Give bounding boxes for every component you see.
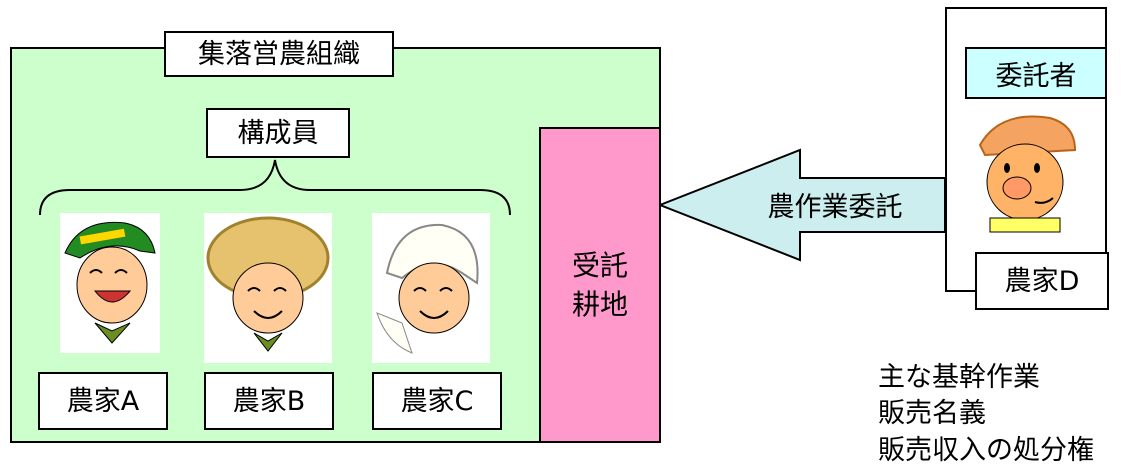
entrusted-land: 受託 耕地 bbox=[539, 127, 661, 443]
note-item: 主な基幹作業 bbox=[878, 362, 1040, 393]
farmer-b-label: 農家B bbox=[204, 372, 334, 430]
consignment-arrow-label: 農作業委託 bbox=[767, 192, 903, 223]
farmer-d-icon bbox=[965, 110, 1085, 240]
farmer-a-label: 農家A bbox=[38, 372, 168, 430]
members-label: 構成員 bbox=[206, 108, 350, 158]
farmer-d-label: 農家D bbox=[975, 252, 1109, 310]
land-label-line2: 耕地 bbox=[571, 288, 628, 321]
farmer-bandana-icon bbox=[372, 213, 490, 363]
retained-rights-list: 主な基幹作業 販売名義 販売収入の処分権 bbox=[878, 360, 1094, 469]
farmer-c-label: 農家C bbox=[372, 372, 502, 430]
note-item: 販売収入の処分権 bbox=[878, 434, 1094, 466]
note-item: 販売名義 bbox=[878, 398, 986, 430]
members-brace bbox=[39, 159, 511, 216]
land-label-line1: 受託 bbox=[571, 248, 628, 282]
consignment-arrow bbox=[657, 148, 946, 262]
organization-title: 集落営農組織 bbox=[164, 31, 394, 77]
farmer-straw-hat-icon bbox=[204, 213, 332, 363]
farmer-cap-icon bbox=[60, 213, 160, 353]
consigner-title: 委託者 bbox=[965, 47, 1107, 99]
